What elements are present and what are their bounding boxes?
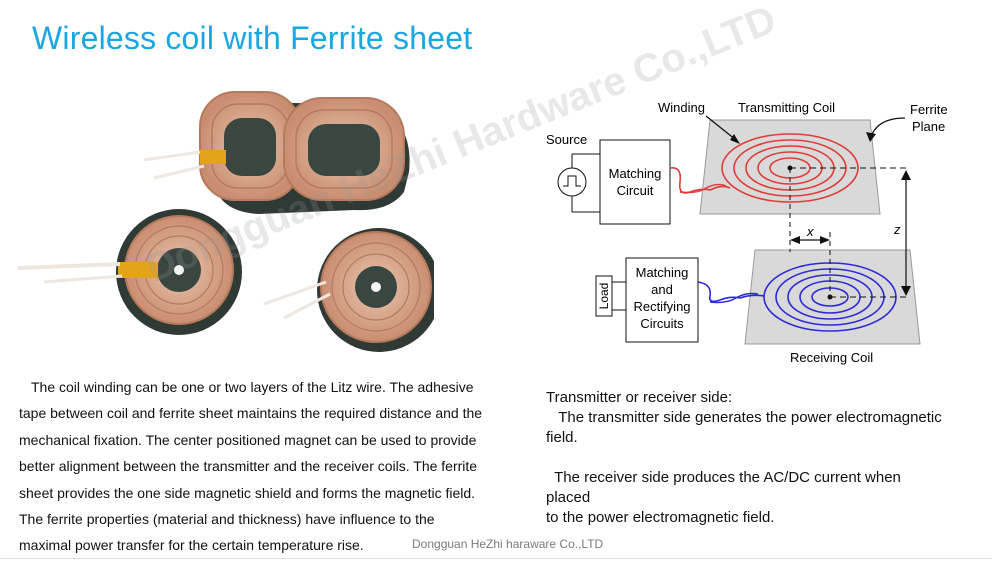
load-label: Load xyxy=(597,283,611,310)
ferrite-plane-label-2: Plane xyxy=(912,119,945,134)
matching-circuit-line-1: Matching xyxy=(609,166,662,181)
tx-line-1: The transmitter side generates the power… xyxy=(546,409,942,426)
left-text-line: mechanical fixation. The center position… xyxy=(19,431,477,448)
footer: Dongguan HeZhi haraware Co.,LTD xyxy=(412,537,604,551)
source-icon xyxy=(557,167,587,197)
x-label: x xyxy=(806,224,814,239)
receiving-coil-label: Receiving Coil xyxy=(790,350,873,365)
left-text-line: better alignment between the transmitter… xyxy=(19,458,478,475)
rx-line-3: to the power electromagnetic field. xyxy=(546,509,775,526)
left-text-line: The ferrite properties (material and thi… xyxy=(19,511,435,528)
right-description: Transmitter or receiver side: The transm… xyxy=(546,388,991,528)
right-heading: Transmitter or receiver side: xyxy=(546,389,733,406)
round-coil-right xyxy=(263,228,434,352)
round-coil-left xyxy=(17,209,242,335)
left-text-line: maximal power transfer for the certain t… xyxy=(19,537,364,554)
rectifying-line-4: Circuits xyxy=(640,316,684,331)
left-description: The coil winding can be one or two layer… xyxy=(19,374,509,559)
rx-line-1: The receiver side produces the AC/DC cur… xyxy=(546,469,901,486)
rectifying-line-2: and xyxy=(651,282,673,297)
coil-photo xyxy=(17,91,434,352)
double-coil xyxy=(143,91,410,214)
winding-label: Winding xyxy=(658,100,705,115)
z-label: z xyxy=(893,222,901,237)
left-text-line: sheet provides the one side magnetic shi… xyxy=(19,484,476,501)
bottom-divider xyxy=(0,558,992,559)
left-text-line: tape between coil and ferrite sheet main… xyxy=(19,405,483,422)
wpt-diagram: z x Source Matching Circuit Winding Tran… xyxy=(546,100,948,365)
rectifying-line-1: Matching xyxy=(636,265,689,280)
rectifying-line-3: Rectifying xyxy=(633,299,690,314)
ferrite-plane-label-1: Ferrite xyxy=(910,102,948,117)
rectifying-circuits-box xyxy=(625,257,699,343)
transmitting-coil-label: Transmitting Coil xyxy=(738,100,835,115)
load-box xyxy=(595,275,613,317)
matching-circuit-line-2: Circuit xyxy=(617,183,654,198)
slide-title: Wireless coil with Ferrite sheet xyxy=(32,20,473,56)
source-label: Source xyxy=(546,132,587,147)
rx-line-2: placed xyxy=(546,489,591,506)
tx-line-2: field. xyxy=(546,429,578,446)
matching-circuit-box xyxy=(599,139,671,225)
left-text-line: The coil winding can be one or two layer… xyxy=(31,379,474,395)
